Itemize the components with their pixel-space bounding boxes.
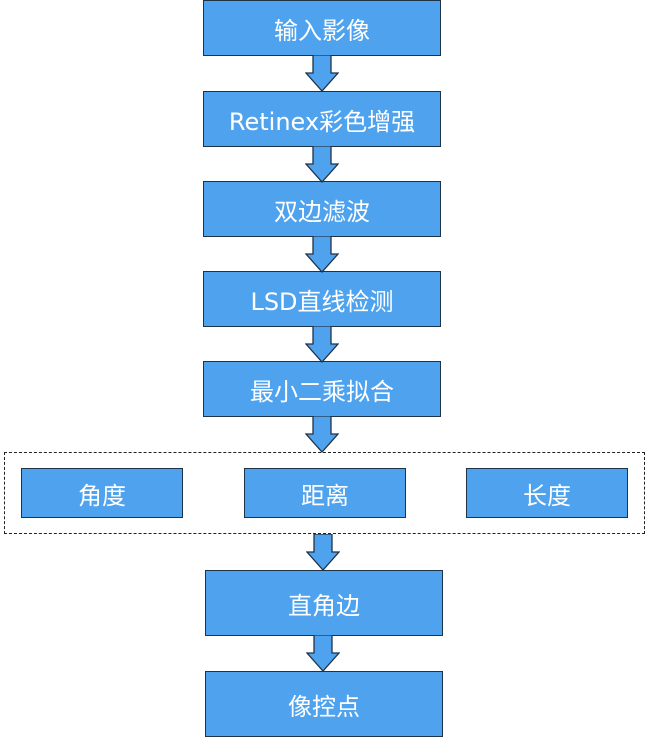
feature-label: 距离 (301, 481, 349, 510)
step-label: 双边滤波 (274, 197, 370, 226)
down-arrow-icon (306, 534, 340, 571)
down-arrow-icon (305, 146, 339, 183)
output-right-angle-edge: 直角边 (205, 570, 443, 636)
down-arrow-icon (305, 55, 339, 92)
feature-length: 长度 (466, 468, 628, 518)
step-label: 最小二乘拟合 (250, 377, 394, 406)
down-arrow-icon (305, 326, 339, 363)
step-input-image: 输入影像 (203, 0, 441, 56)
step-retinex-enhancement: Retinex彩色增强 (203, 91, 441, 147)
output-label: 直角边 (288, 591, 360, 620)
feature-angle: 角度 (21, 468, 183, 518)
step-label: Retinex彩色增强 (228, 107, 416, 136)
down-arrow-icon (305, 236, 339, 273)
step-label: LSD直线检测 (250, 287, 394, 316)
feature-distance: 距离 (244, 468, 406, 518)
feature-label: 角度 (78, 481, 126, 510)
step-least-squares-fit: 最小二乘拟合 (203, 361, 441, 417)
down-arrow-icon (306, 635, 340, 672)
step-bilateral-filter: 双边滤波 (203, 181, 441, 237)
step-lsd-line-detection: LSD直线检测 (203, 271, 441, 327)
output-label: 像控点 (288, 692, 360, 721)
down-arrow-icon (305, 416, 339, 453)
feature-label: 长度 (523, 481, 571, 510)
step-label: 输入影像 (274, 16, 370, 45)
output-control-point: 像控点 (205, 671, 443, 737)
